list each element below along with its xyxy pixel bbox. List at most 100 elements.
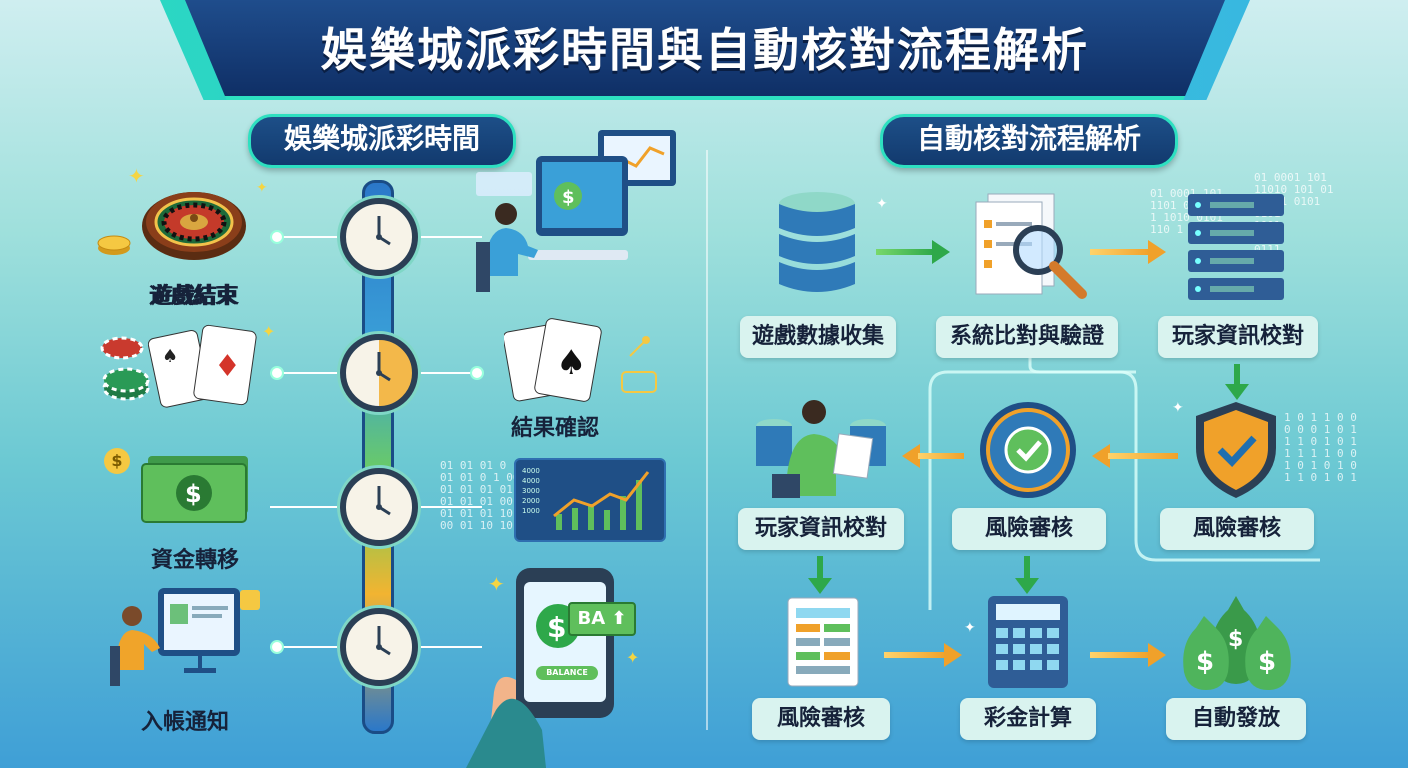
arrow-left [1108,453,1178,459]
playing-cards-icon: ♠ ♦ [147,322,258,408]
svg-text:$: $ [1196,647,1214,677]
svg-text:$: $ [1258,647,1276,677]
connector-line [412,236,482,238]
computer-user-icon [108,582,258,692]
calculator-icon [986,594,1070,690]
clock-icon [340,468,418,546]
title-banner [185,0,1225,100]
connector-line [270,646,340,648]
node-label-payout-calc: 彩金計算 [960,698,1096,740]
node-label-player-check-2: 玩家資訊校對 [738,508,904,550]
clock-icon [340,198,418,276]
axis-tick: 1000 [522,507,540,515]
step-label-game-end: 遊戲結束 [150,284,239,309]
axis-tick: 2000 [522,497,540,505]
connector-dot [270,366,284,380]
node-label-risk-review-3: 風險審核 [1160,508,1314,550]
arrow-head [1225,384,1249,400]
binary-text: 1 0 1 1 0 0 0 0 0 1 0 1 1 1 0 1 0 1 1 1 … [1284,411,1357,484]
shield-check-icon [1192,400,1280,500]
node-label-player-check-1: 玩家資訊校對 [1158,316,1318,358]
svg-text:$: $ [185,480,202,508]
balance-badge: BA ⬆ [568,602,636,636]
arrow-right [876,249,934,255]
step-label-credit-notice: 入帳通知 [140,710,229,735]
coin-stack-icon [96,232,132,256]
arrow-head [944,643,962,667]
connector-dot [270,230,284,244]
node-label-auto-payout: 自動發放 [1166,698,1306,740]
connector-dot [270,640,284,654]
growth-chart-icon: 4000 4000 3000 2000 1000 [514,458,666,542]
database-icon [776,190,858,296]
svg-text:$: $ [562,187,575,208]
node-label-risk-review-2: 風險審核 [752,698,890,740]
svg-text:♠: ♠ [162,346,178,367]
sparkle-icon: ✦ [488,572,505,596]
axis-tick: 4000 [522,477,540,485]
clock-icon [340,608,418,686]
arrow-left [918,453,964,459]
user-data-icon [752,396,892,500]
page-title: 娛樂城派彩時間與自動核對流程解析 [321,23,1089,77]
server-rack-icon [1186,192,1286,300]
axis-tick: 4000 [522,467,540,475]
step-label-fund-transfer: 資金轉移 [150,548,239,573]
sparkle-icon: ✦ [626,648,640,667]
arrow-head [932,240,950,264]
arrow-head [1092,444,1110,468]
spade-cards-icon: ♠ [502,318,604,402]
arrow-right [1090,652,1150,658]
connector-line [412,646,482,648]
sparkle-icon: ✦ [964,620,976,636]
computer-chart-icon: $ [468,126,682,296]
node-label-risk-review-1: 風險審核 [952,508,1106,550]
flow-connector-lines [928,350,1320,610]
sparkle-icon: ✦ [256,180,268,196]
arrow-down [1234,364,1240,386]
arrow-head [808,578,832,594]
arrow-head [902,444,920,468]
svg-text:$: $ [547,611,566,644]
svg-text:$: $ [1228,627,1243,652]
section-divider [706,150,708,730]
arrow-right [1090,249,1150,255]
right-section-title: 自動核對流程解析 [880,114,1178,168]
clock-icon [340,334,418,412]
connector-line [412,372,476,374]
chat-bubble-icon [618,334,662,394]
sparkle-icon: ✦ [128,164,145,188]
connector-dot [470,366,484,380]
arrow-down [817,556,823,580]
arrow-right [884,652,946,658]
connector-line [270,236,340,238]
node-label-system-verify: 系統比對與驗證 [936,316,1118,358]
connector-line [270,372,340,374]
arrow-head [1148,643,1166,667]
check-badge-icon [978,400,1078,500]
arrow-head [1148,240,1166,264]
connector-line [412,506,482,508]
report-table-icon [786,596,860,688]
poker-chips-icon [100,326,156,410]
dollar-coin-icon: $ [104,448,130,474]
sparkle-icon: ✦ [262,322,276,341]
roulette-icon [138,178,250,262]
notification-icon [240,590,260,610]
phone-balance-text: BALANCE [546,668,588,677]
binary-text: 01 01 01 0 01 01 0 1 00 01 01 01 01 01 0… [440,459,520,532]
left-section-title: 娛樂城派彩時間 [248,114,516,168]
money-bags-icon: $ $ $ [1178,588,1294,692]
connector-line [270,506,340,508]
sparkle-icon: ✦ [1172,400,1184,416]
arrow-up-icon: ⬆ [605,608,627,629]
svg-text:♦: ♦ [214,349,241,384]
arrow-head [1015,578,1039,594]
document-search-icon [972,190,1092,302]
balance-badge-text: BA [577,608,606,629]
sparkle-icon: ✦ [876,196,888,212]
dollar-bill-icon: $ [140,454,252,524]
arrow-down [1024,556,1030,580]
illustration-label-result-confirm: 結果確認 [510,416,599,441]
